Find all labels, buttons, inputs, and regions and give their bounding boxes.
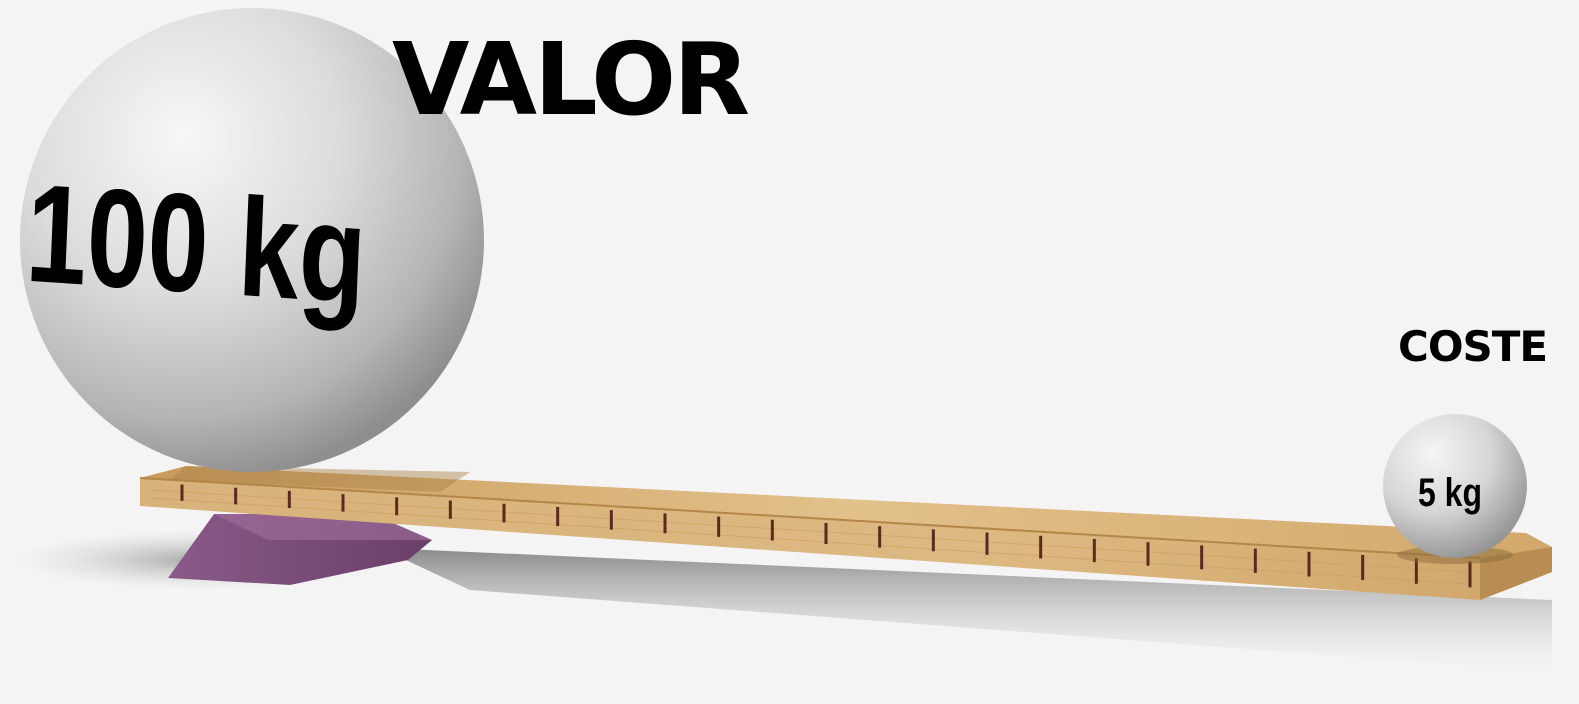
value-label: VALOR (392, 30, 747, 130)
big-weight-label: 100 kg (23, 154, 369, 334)
fulcrum-icon (168, 514, 432, 585)
cost-label: COSTE (1398, 326, 1547, 368)
small-weight-label: 5 kg (1418, 470, 1482, 515)
